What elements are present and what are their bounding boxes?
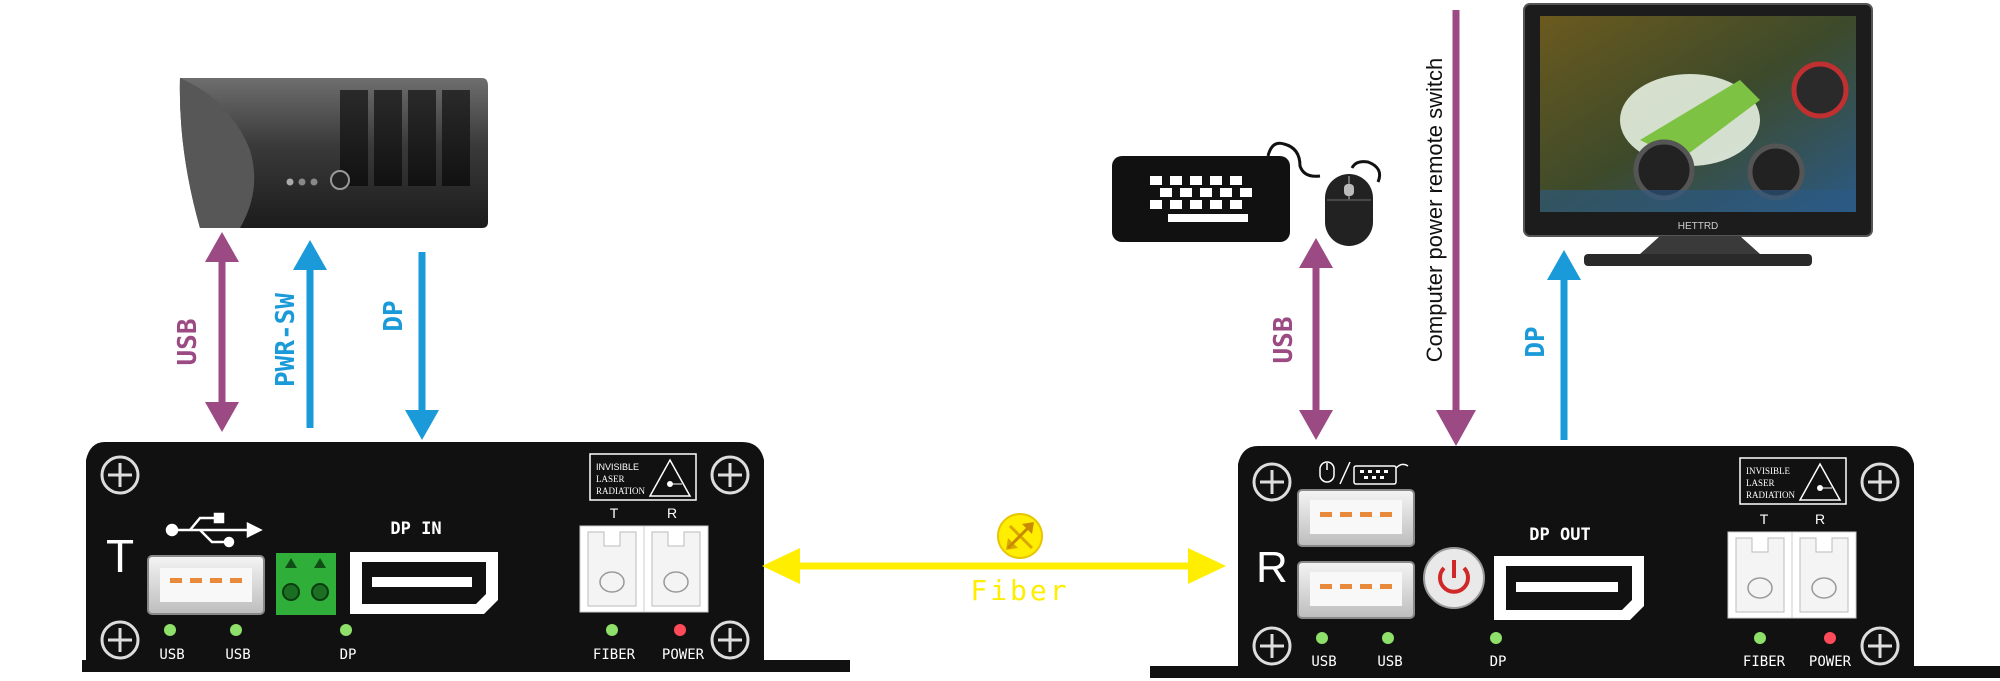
screw-icon	[1252, 626, 1292, 666]
led-label-dp: DP	[1490, 654, 1507, 670]
led-dp	[340, 624, 352, 636]
laser-warning-icon	[1798, 462, 1842, 501]
screw-icon	[1860, 626, 1900, 666]
fiber-link: Fiber	[762, 513, 1226, 607]
laser-warning: INVISIBLE LASER RADIATION	[589, 453, 697, 501]
fiber-port-t	[1727, 531, 1793, 619]
laser-text-3: RADIATION	[596, 486, 645, 496]
left-dp-arrow: DP	[379, 252, 439, 440]
laser-text-1: INVISIBLE	[596, 462, 639, 472]
fiber-port-r	[643, 525, 709, 613]
fiber-optic-icon	[997, 513, 1043, 559]
left-usb-label: USB	[173, 319, 203, 366]
transmitter-letter: T	[106, 530, 134, 582]
led-power	[674, 624, 686, 636]
monitor-brand: HETTRD	[1678, 221, 1719, 232]
screw-icon	[1860, 462, 1900, 502]
dp-out-label: DP OUT	[1529, 525, 1590, 545]
pc-tower-icon	[179, 78, 489, 228]
usb-port-bottom	[1297, 561, 1415, 619]
laser-text-1: INVISIBLE	[1746, 466, 1790, 476]
receiver-letter: R	[1256, 543, 1288, 592]
right-usb-label: USB	[1269, 317, 1299, 364]
fiber-label: Fiber	[970, 574, 1069, 607]
fiber-r-label: R	[667, 505, 677, 521]
keyboard-mouse-glyph	[1319, 461, 1409, 485]
fiber-r-label: R	[1815, 511, 1825, 527]
laser-text-3: RADIATION	[1746, 490, 1795, 500]
led-label-fiber: FIBER	[1743, 654, 1786, 670]
screw-icon	[100, 620, 140, 660]
receiver-box: R	[1150, 446, 2000, 678]
led-label-usb-1: USB	[1311, 654, 1336, 670]
fiber-t-label: T	[610, 505, 619, 521]
right-usb-arrow: USB	[1269, 238, 1333, 440]
led-label-usb-1: USB	[159, 647, 184, 663]
led-usb-2	[1382, 632, 1394, 644]
fiber-port-t	[579, 525, 645, 613]
led-label-power: POWER	[662, 647, 705, 663]
led-fiber	[1754, 632, 1766, 644]
keyboard-icon	[1112, 141, 1321, 242]
pwr-terminal	[276, 553, 336, 615]
led-power	[1824, 632, 1836, 644]
remote-power-button	[1423, 547, 1485, 609]
led-label-power: POWER	[1809, 654, 1852, 670]
right-dp-label: DP	[1521, 326, 1551, 357]
fiber-port-r	[1791, 531, 1857, 619]
laser-warning-icon	[648, 458, 692, 497]
dp-in-label: DP IN	[390, 519, 441, 539]
screw-icon	[100, 455, 140, 495]
power-icon	[1438, 560, 1470, 594]
left-pwr-label: PWR-SW	[271, 293, 301, 387]
mouse	[1325, 160, 1382, 246]
led-fiber	[606, 624, 618, 636]
led-usb-2	[230, 624, 242, 636]
laser-warning: INVISIBLE LASER RADIATION	[1739, 457, 1847, 505]
laser-text-2: LASER	[1746, 478, 1775, 488]
keyboard	[1112, 141, 1321, 242]
led-dp	[1490, 632, 1502, 644]
dp-out-port	[1494, 556, 1644, 620]
mouse-icon	[1325, 160, 1382, 246]
screw-icon	[1252, 462, 1292, 502]
led-label-dp: DP	[340, 647, 357, 663]
screw-icon	[710, 455, 750, 495]
left-dp-label: DP	[379, 300, 409, 331]
right-dp-arrow: DP	[1521, 250, 1581, 440]
monitor-icon: HETTRD	[1523, 3, 1873, 266]
fiber-t-label: T	[1760, 511, 1769, 527]
monitor: HETTRD	[1523, 3, 1873, 266]
usb-port-top	[1297, 489, 1415, 547]
led-usb-1	[164, 624, 176, 636]
left-usb-arrow: USB	[173, 232, 239, 432]
remote-switch-label: Computer power remote switch	[1422, 58, 1447, 362]
led-label-fiber: FIBER	[593, 647, 636, 663]
computer	[179, 78, 489, 228]
usb-port	[147, 555, 265, 615]
led-label-usb-2: USB	[1377, 654, 1402, 670]
transmitter-box: T DP IN	[82, 442, 850, 672]
laser-text-2: LASER	[596, 474, 625, 484]
led-label-usb-2: USB	[225, 647, 250, 663]
led-usb-1	[1316, 632, 1328, 644]
dp-in-port	[350, 552, 498, 614]
usb-symbol-icon	[165, 512, 263, 548]
left-pwr-arrow: PWR-SW	[271, 240, 327, 428]
remote-switch-arrow: Computer power remote switch	[1422, 10, 1476, 446]
screw-icon	[710, 620, 750, 660]
